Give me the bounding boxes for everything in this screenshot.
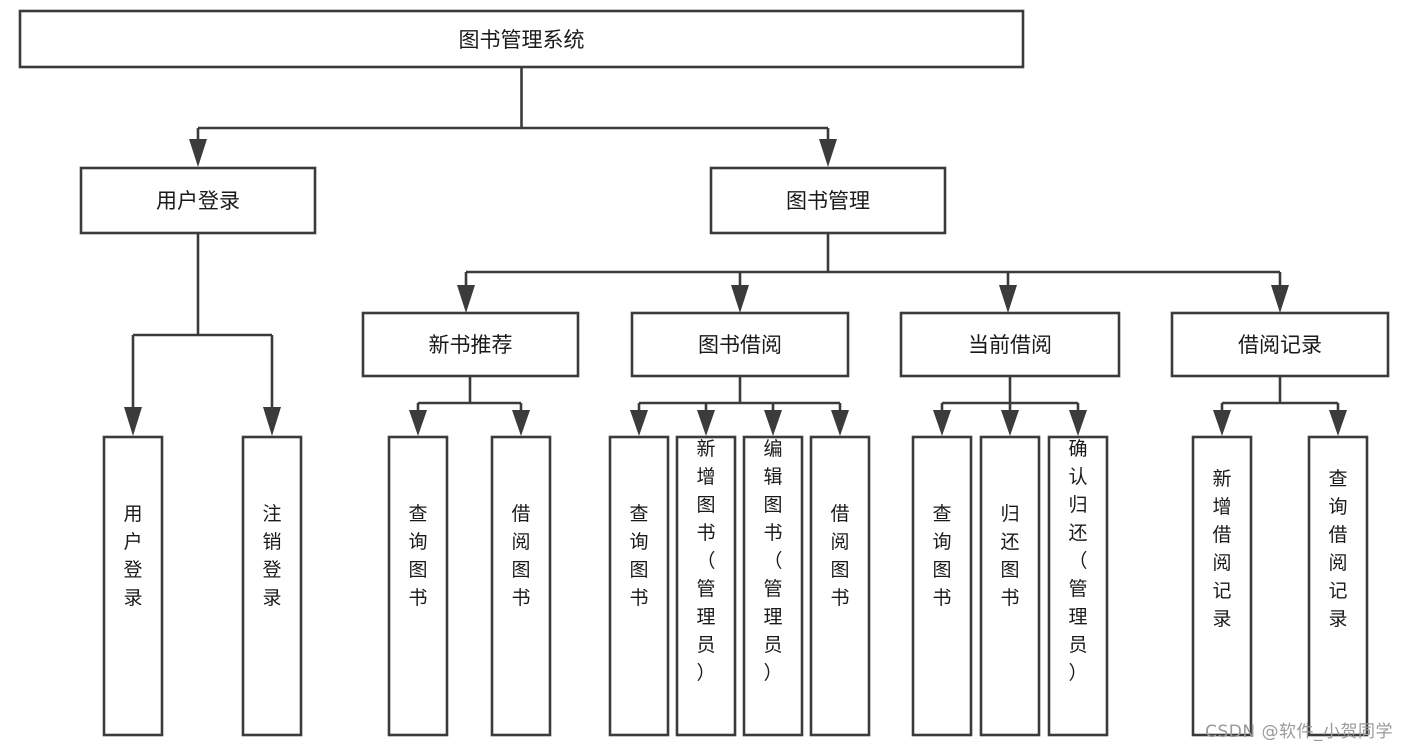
arrow-head-leaf-query-book-3 [933,410,951,436]
arrow-head-leaf-query-book-1 [409,410,427,436]
arrow-head-to-book-manage [819,139,837,167]
node-book-manage-box[interactable] [709,166,947,235]
node-leaf-query-record[interactable]: 查询借阅记录 [1307,435,1369,737]
connector-group-root [189,67,837,167]
arrow-head-leaf-borrow-book-2 [831,410,849,436]
node-leaf-query-book-2[interactable]: 查询图书 [608,435,670,737]
node-root-label: 图书管理系统 [459,28,585,52]
node-book-manage[interactable]: 图书管理 [709,166,947,235]
arrow-head-leaf-confirm-return [1069,410,1087,436]
arrow-head-leaf-return-book [1001,410,1019,436]
node-leaf-confirm-return-box[interactable] [1047,435,1109,737]
node-leaf-return-book-box[interactable] [979,435,1041,737]
node-current-borrow-box[interactable] [899,311,1121,378]
node-root[interactable]: 图书管理系统 [18,9,1025,69]
node-leaf-edit-book[interactable]: 编辑图书（管理员） [742,435,804,737]
arrow-head-leaf-edit-book [764,410,782,436]
node-book-manage-label: 图书管理 [786,189,870,213]
node-leaf-user-login-label: 用户登录 [123,503,142,609]
arrow-head-to-book-borrow [731,285,749,313]
arrow-head-to-user-login [189,139,207,167]
node-leaf-query-record-label: 查询借阅记录 [1328,468,1347,630]
connector-group-book-borrow [630,376,849,436]
connector-group-book-manage [457,233,1289,313]
node-leaf-add-book[interactable]: 新增图书（管理员） [675,435,737,737]
arrow-head-to-current-borrow [999,285,1017,313]
node-leaf-borrow-book-2-label: 借阅图书 [830,503,849,609]
node-new-book-recommend-label: 新书推荐 [429,333,513,357]
node-leaf-user-login[interactable]: 用户登录 [102,435,164,737]
node-leaf-logout-login[interactable]: 注销登录 [241,435,303,737]
node-leaf-add-book-label: 新增图书（管理员） [696,438,715,684]
node-leaf-query-book-1[interactable]: 查询图书 [387,435,449,737]
node-leaf-add-record-box[interactable] [1191,435,1253,737]
node-leaf-add-book-box[interactable] [675,435,737,737]
node-user-login-box[interactable] [79,166,317,235]
node-leaf-user-login-box[interactable] [102,435,164,737]
node-borrow-record-label: 借阅记录 [1238,333,1322,357]
node-leaf-confirm-return-label: 确认归还（管理员） [1068,438,1087,684]
arrow-head-leaf-user-login [124,407,142,436]
node-leaf-query-book-2-label: 查询图书 [629,503,648,609]
node-leaf-borrow-book-2[interactable]: 借阅图书 [809,435,871,737]
arrow-head-leaf-borrow-book-1 [512,410,530,436]
node-leaf-borrow-book-2-box[interactable] [809,435,871,737]
connector-group-new-book-recommend [409,376,530,436]
node-leaf-query-book-3[interactable]: 查询图书 [911,435,973,737]
node-leaf-return-book-label: 归还图书 [1000,503,1019,609]
node-new-book-recommend[interactable]: 新书推荐 [361,311,580,378]
node-book-borrow-box[interactable] [630,311,850,378]
node-root-box[interactable] [18,9,1025,69]
node-user-login-label: 用户登录 [156,189,240,213]
arrow-head-leaf-query-book-2 [630,410,648,436]
connector-group-user-login [124,233,281,436]
node-book-borrow[interactable]: 图书借阅 [630,311,850,378]
node-leaf-query-book-1-box[interactable] [387,435,449,737]
node-leaf-edit-book-box[interactable] [742,435,804,737]
connector-group-borrow-record [1213,376,1347,436]
arrow-head-leaf-logout-login [263,407,281,436]
node-leaf-edit-book-label: 编辑图书（管理员） [763,438,782,684]
arrow-head-leaf-query-record [1329,410,1347,436]
node-leaf-query-book-2-box[interactable] [608,435,670,737]
node-leaf-add-record-label: 新增借阅记录 [1212,468,1231,630]
node-leaf-logout-login-label: 注销登录 [262,503,281,609]
node-leaf-borrow-book-1[interactable]: 借阅图书 [490,435,552,737]
node-user-login[interactable]: 用户登录 [79,166,317,235]
node-borrow-record[interactable]: 借阅记录 [1170,311,1390,378]
arrow-head-leaf-add-book [697,410,715,436]
arrow-head-leaf-add-record [1213,410,1231,436]
arrow-head-to-new-book-recommend [457,285,475,313]
node-borrow-record-box[interactable] [1170,311,1390,378]
connector-group-current-borrow [933,376,1087,436]
node-leaf-borrow-book-1-box[interactable] [490,435,552,737]
node-current-borrow-label: 当前借阅 [968,333,1052,357]
node-leaf-add-record[interactable]: 新增借阅记录 [1191,435,1253,737]
node-leaf-borrow-book-1-label: 借阅图书 [511,503,530,609]
node-new-book-recommend-box[interactable] [361,311,580,378]
node-book-borrow-label: 图书借阅 [698,333,782,357]
node-leaf-return-book[interactable]: 归还图书 [979,435,1041,737]
node-leaf-query-record-box[interactable] [1307,435,1369,737]
node-leaf-confirm-return[interactable]: 确认归还（管理员） [1047,435,1109,737]
node-leaf-query-book-3-label: 查询图书 [932,503,951,609]
node-leaf-query-book-3-box[interactable] [911,435,973,737]
node-leaf-logout-login-box[interactable] [241,435,303,737]
node-current-borrow[interactable]: 当前借阅 [899,311,1121,378]
node-leaf-query-book-1-label: 查询图书 [408,503,427,609]
csdn-watermark: CSDN @软件_小贺同学 [1205,722,1393,742]
arrow-head-to-borrow-record [1271,285,1289,313]
